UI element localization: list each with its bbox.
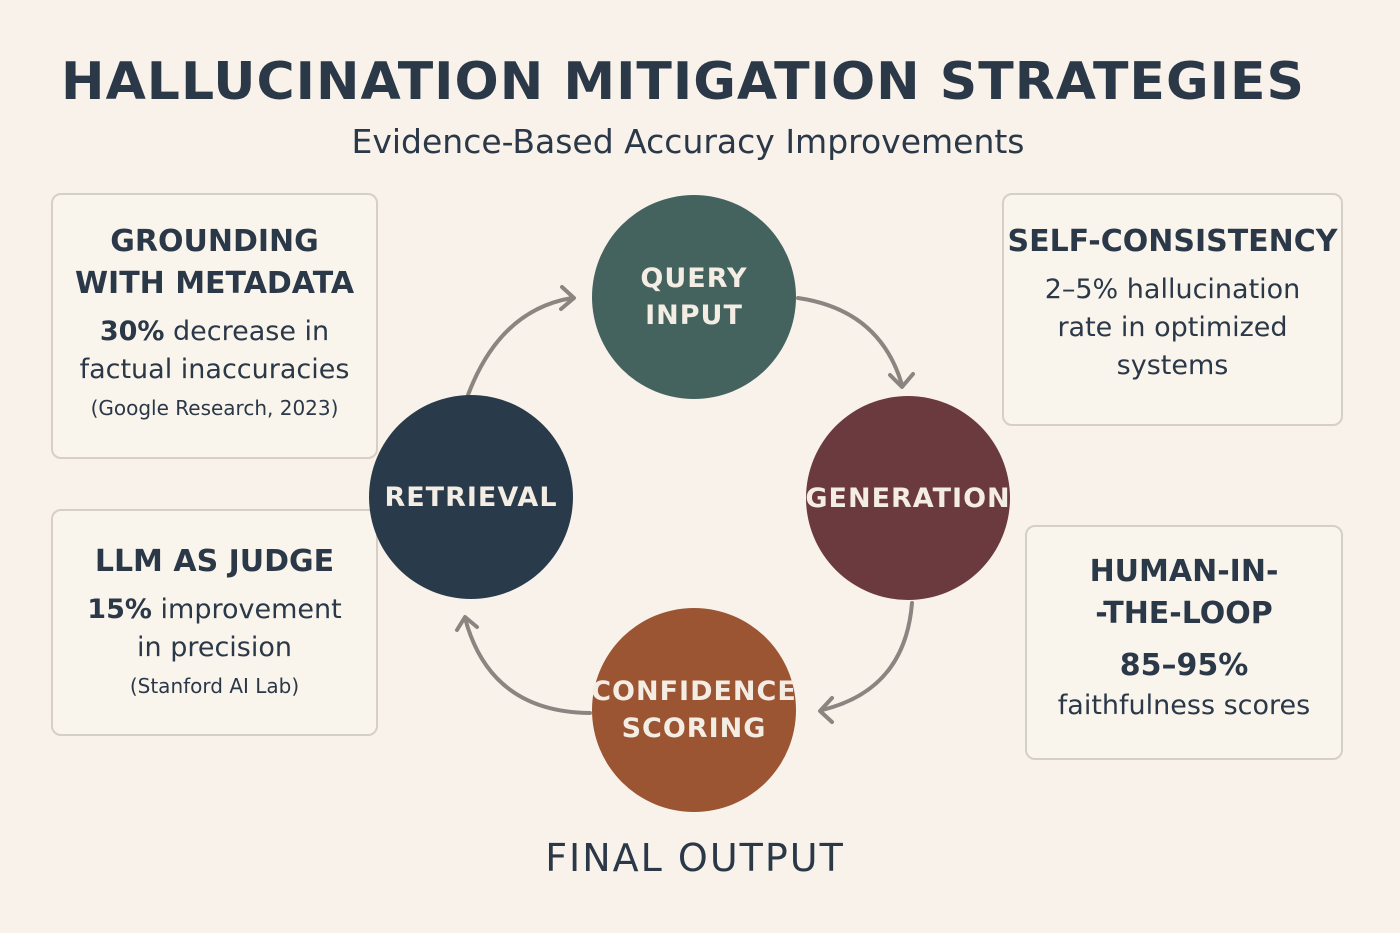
arrow-generation-to-confidence — [820, 601, 914, 712]
card-title: GROUNDING — [110, 224, 319, 259]
arrow-retrieval-to-query — [466, 296, 574, 397]
card-title: LLM AS JUDGE — [94, 544, 335, 579]
card-text: improvement — [151, 594, 342, 625]
card-grounding: GROUNDING WITH METADATA 30% decrease in … — [51, 193, 378, 459]
card-human-in-the-loop: HUMAN-IN- -THE-LOOP 85–95% faithfulness … — [1025, 525, 1343, 760]
page-subtitle: Evidence-Based Accuracy Improvements — [351, 122, 1025, 161]
card-llm-judge: LLM AS JUDGE 15% improvement in precisio… — [51, 509, 378, 736]
arrowhead-icon — [559, 285, 576, 311]
card-title: -THE-LOOP — [1095, 596, 1273, 631]
card-title: WITH METADATA — [74, 266, 355, 301]
card-text: systems — [1116, 350, 1229, 381]
node-label: CONFIDENCE — [591, 676, 797, 707]
card-text: faithfulness scores — [1057, 690, 1311, 721]
card-self-consistency: SELF-CONSISTENCY 2–5% hallucination rate… — [1002, 193, 1343, 426]
card-text: 2–5% hallucination — [1044, 274, 1301, 305]
arrowhead-icon — [818, 696, 834, 724]
node-label: QUERY — [640, 263, 748, 294]
arrowhead-icon — [455, 615, 479, 632]
page-title: HALLUCINATION MITIGATION STRATEGIES — [61, 52, 1305, 112]
node-confidence-scoring: CONFIDENCE SCORING — [591, 608, 797, 812]
card-text: factual inaccuracies — [79, 354, 350, 385]
card-source: (Google Research, 2023) — [90, 396, 339, 420]
final-output-label: FINAL OUTPUT — [545, 836, 845, 880]
arrowhead-icon — [888, 372, 915, 389]
card-stat: 30% — [99, 316, 165, 347]
card-title: HUMAN-IN- — [1089, 554, 1279, 589]
card-title: SELF-CONSISTENCY — [1007, 224, 1338, 259]
card-text: decrease in — [164, 316, 330, 347]
node-label: SCORING — [621, 713, 767, 744]
node-generation: GENERATION — [805, 396, 1011, 600]
node-label: RETRIEVAL — [384, 481, 558, 513]
card-source: (Stanford AI Lab) — [129, 674, 300, 698]
card-text: rate in optimized — [1057, 312, 1288, 343]
arrow-confidence-to-retrieval — [463, 616, 592, 715]
node-label: GENERATION — [805, 482, 1011, 514]
node-query-input: QUERY INPUT — [592, 195, 796, 399]
card-text: in precision — [137, 632, 292, 663]
node-retrieval: RETRIEVAL — [369, 395, 573, 599]
arrow-query-to-generation — [796, 296, 904, 387]
node-label: INPUT — [645, 300, 743, 331]
card-stat: 15% — [87, 594, 152, 625]
card-stat: 85–95% — [1119, 648, 1249, 683]
